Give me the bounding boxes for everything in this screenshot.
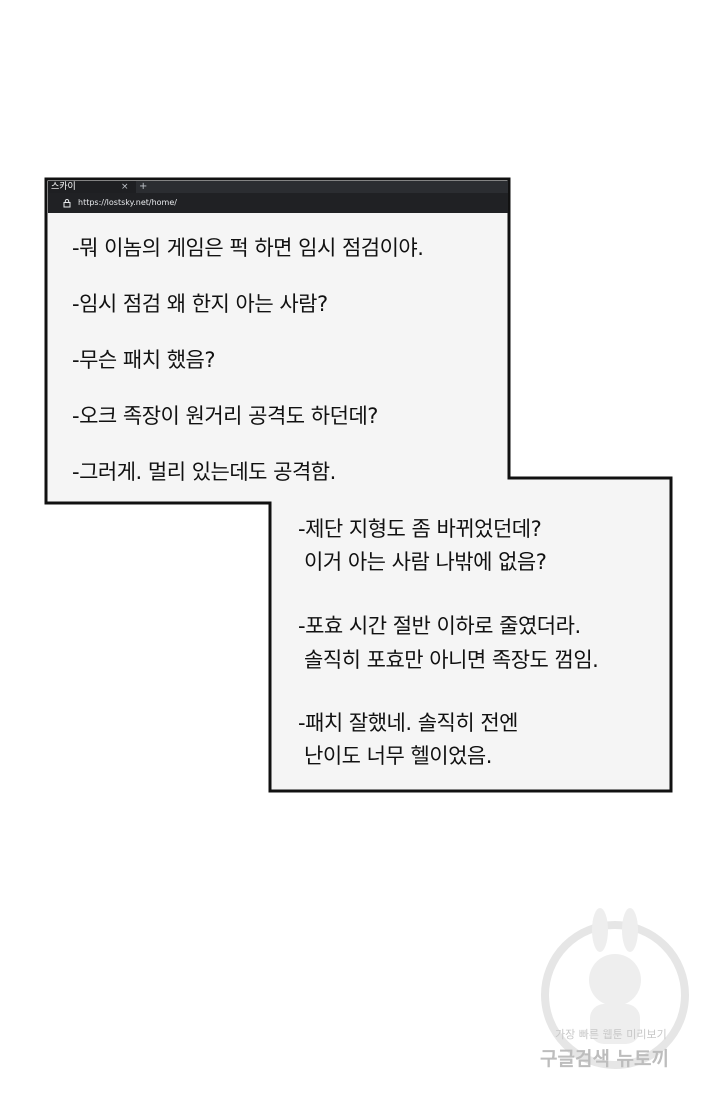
chat-line: -임시 점검 왜 한지 아는 사람? bbox=[72, 292, 328, 316]
close-tab-icon[interactable]: × bbox=[121, 182, 129, 192]
address-bar[interactable]: https://lostsky.net/home/ bbox=[48, 193, 508, 213]
chat-line: 난이도 너무 헬이었음. bbox=[304, 744, 492, 768]
chat-line: -뭐 이놈의 게임은 퍽 하면 임시 점검이야. bbox=[72, 236, 424, 260]
url-text: https://lostsky.net/home/ bbox=[78, 198, 177, 207]
chat-line: 솔직히 포효만 아니면 족장도 껌임. bbox=[304, 648, 599, 672]
chat-line: -오크 족장이 원거리 공격도 하던데? bbox=[72, 404, 378, 428]
chat-line: 이거 아는 사람 나밖에 없음? bbox=[304, 550, 547, 574]
watermark-title: 구글검색 뉴토끼 bbox=[540, 1048, 669, 1070]
watermark-logo bbox=[541, 908, 689, 1069]
lock-icon bbox=[63, 199, 71, 208]
browser-tab-bar: 스카이 × + bbox=[48, 181, 508, 193]
chat-line: -패치 잘했네. 솔직히 전엔 bbox=[298, 711, 518, 735]
chat-line: -포효 시간 절반 이하로 줄였더라. bbox=[298, 614, 581, 638]
chat-line: -무슨 패치 했음? bbox=[72, 348, 216, 372]
browser-tab[interactable]: 스카이 × bbox=[48, 181, 136, 193]
chat-line: -제단 지형도 좀 바뀌었던데? bbox=[298, 517, 542, 541]
new-tab-icon[interactable]: + bbox=[139, 181, 148, 192]
watermark-caption: 가장 빠른 웹툰 미리보기 bbox=[555, 1028, 667, 1041]
chat-line: -그러게. 멀리 있는데도 공격함. bbox=[72, 460, 336, 484]
tab-title: 스카이 bbox=[51, 182, 76, 192]
